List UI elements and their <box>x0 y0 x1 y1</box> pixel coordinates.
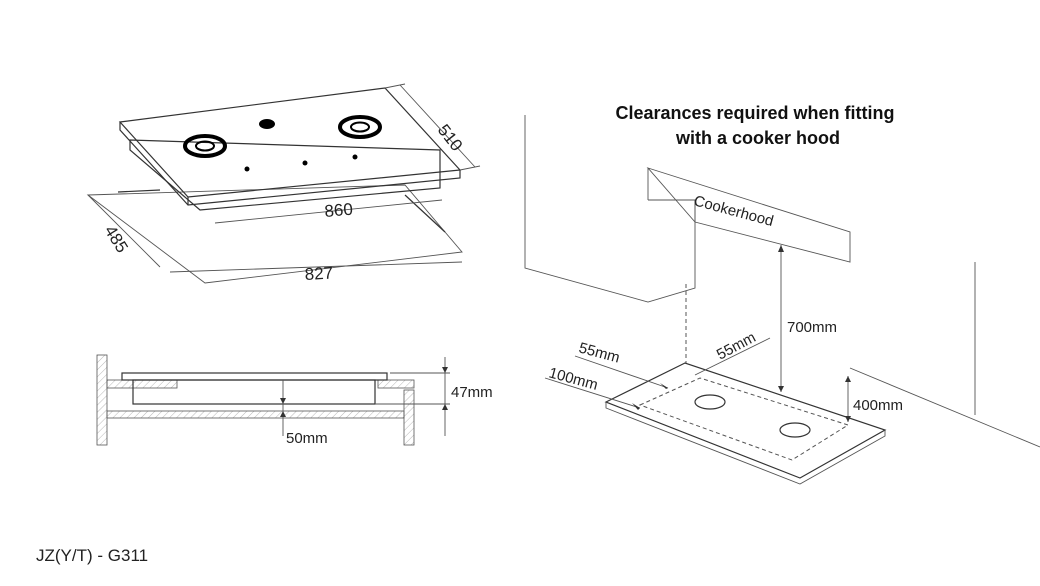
plan-burner-2 <box>779 422 811 438</box>
dim-47mm: 47mm <box>451 384 493 401</box>
hob-section-body <box>132 379 376 405</box>
plan-burner-1 <box>694 394 726 410</box>
dim-400mm: 400mm <box>853 397 903 414</box>
clearance-diagram: Clearances required when fitting with a … <box>524 103 1040 485</box>
cutout-outline <box>86 184 463 284</box>
indicator-dot <box>352 154 358 160</box>
control-knob <box>259 119 275 129</box>
indicator-dot <box>244 166 250 172</box>
dim-485: 485 <box>101 222 132 256</box>
hob-isometric: 510 860 485 827 <box>86 83 481 284</box>
clearance-title-1: Clearances required when fitting <box>615 103 894 123</box>
indicator-dot <box>302 160 308 166</box>
burner-right <box>338 115 382 139</box>
burner-left <box>183 134 227 158</box>
dim-50mm: 50mm <box>286 430 328 447</box>
dim-700mm: 700mm <box>787 319 837 336</box>
dim-860: 860 <box>324 200 354 221</box>
model-code: JZ(Y/T) - G311 <box>36 546 148 565</box>
hob-glass <box>118 87 462 198</box>
hob-section-glass <box>121 372 388 381</box>
hob-plan <box>604 362 887 479</box>
dim-55mm-right: 55mm <box>714 329 759 364</box>
dim-100mm: 100mm <box>547 364 600 393</box>
side-section: 50mm 47mm <box>96 354 493 447</box>
clearance-title-2: with a cooker hood <box>675 128 840 148</box>
dim-827: 827 <box>304 264 333 284</box>
dim-55mm-left: 55mm <box>577 339 622 366</box>
hob-body <box>129 139 441 211</box>
